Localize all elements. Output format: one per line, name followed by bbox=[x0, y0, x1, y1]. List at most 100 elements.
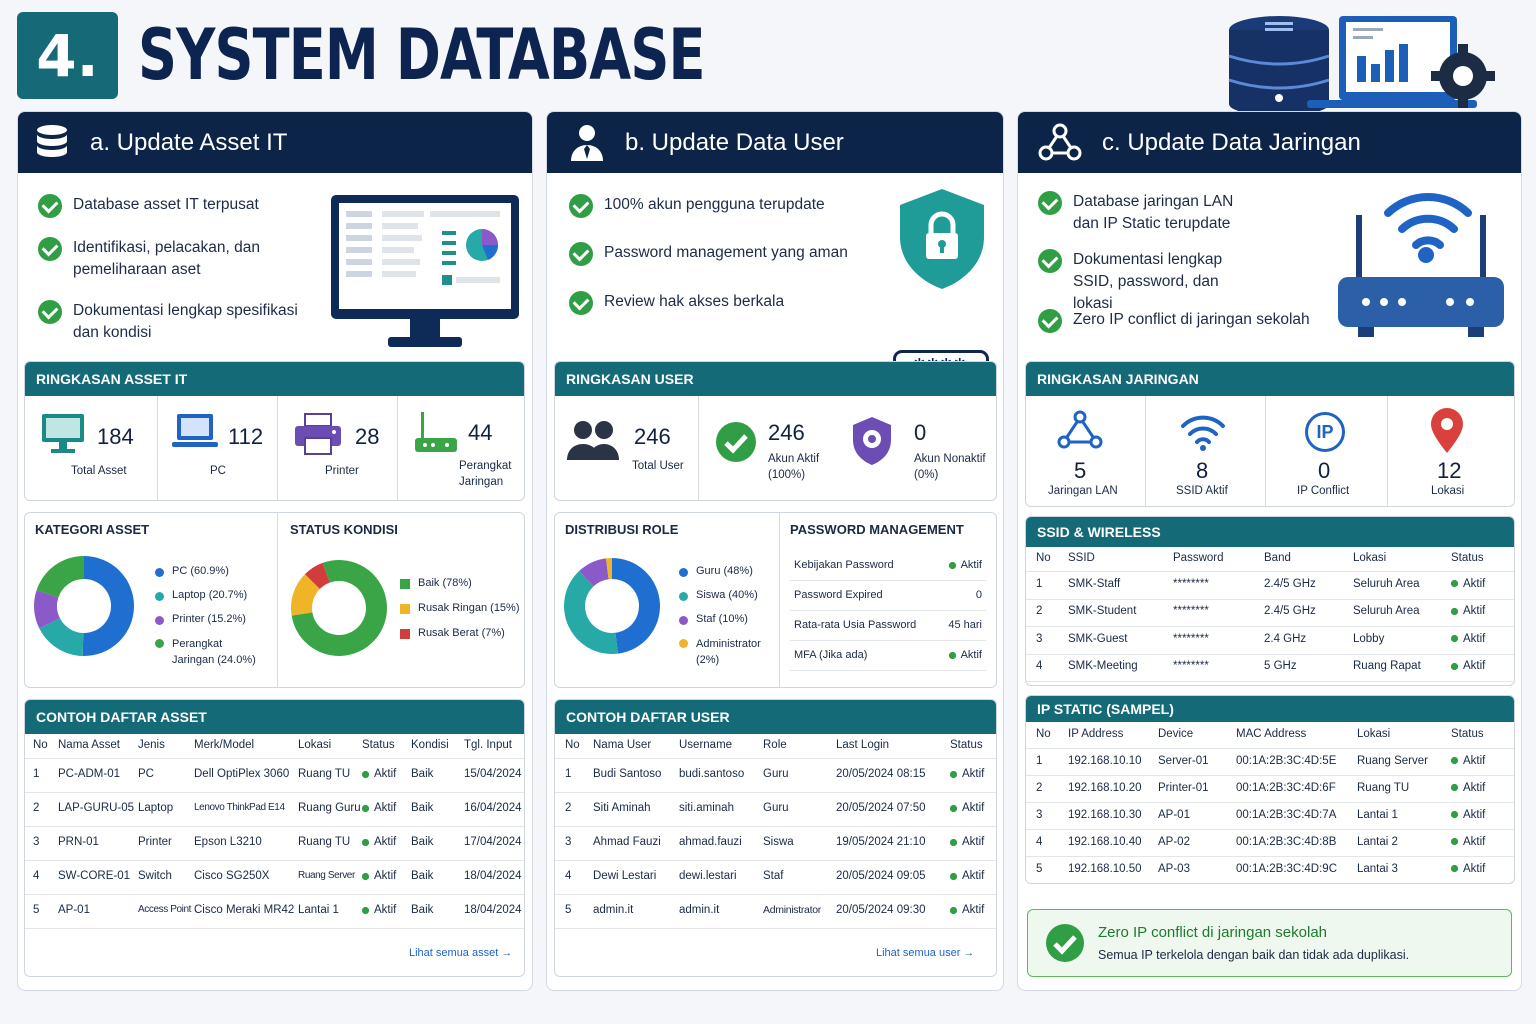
wifi-icon bbox=[1181, 415, 1225, 451]
legend-dot bbox=[155, 568, 164, 577]
table-cell: 5 bbox=[1036, 862, 1043, 875]
asset-panel-header: a. Update Asset IT bbox=[18, 112, 532, 173]
column-header: Nama Asset bbox=[58, 739, 120, 751]
table-cell: 3 bbox=[1036, 632, 1043, 645]
table-cell: Aktif bbox=[1451, 578, 1485, 590]
table-cell: LAP-GURU-05 bbox=[58, 802, 135, 814]
column-header: Last Login bbox=[836, 739, 890, 751]
table-cell: Aktif bbox=[1451, 755, 1485, 767]
table-cell: SMK-Guest bbox=[1068, 632, 1128, 645]
legend-label: Baik (78%) bbox=[418, 577, 472, 589]
legend-dot bbox=[155, 592, 164, 601]
stat-label: Total Asset bbox=[71, 465, 127, 477]
desktop-icon bbox=[42, 414, 84, 453]
legend-dot bbox=[155, 639, 164, 648]
legend-label: Perangkat Jaringan (24.0%) bbox=[172, 638, 256, 666]
view-all-users-link[interactable]: Lihat semua user → bbox=[876, 947, 975, 959]
column-header: Band bbox=[1264, 552, 1291, 564]
legend-label: Siswa (40%) bbox=[696, 589, 758, 601]
network-bullet: Database jaringan LAN dan IP Static teru… bbox=[1038, 191, 1258, 235]
table-cell: Epson L3210 bbox=[194, 836, 262, 848]
table-cell: 1 bbox=[1036, 754, 1043, 767]
table-cell: 4 bbox=[1036, 835, 1043, 848]
table-cell: Aktif bbox=[950, 802, 984, 814]
legend-label: Guru (48%) bbox=[696, 565, 753, 577]
network-bullet: Dokumentasi lengkap SSID, password, dan … bbox=[1038, 249, 1258, 315]
check-circle-icon bbox=[1046, 924, 1084, 962]
table-cell: Aktif bbox=[1451, 605, 1485, 617]
table-cell: Aktif bbox=[950, 836, 984, 848]
legend-label: PC (60.9%) bbox=[172, 565, 229, 577]
stat-printer: 28 bbox=[355, 424, 380, 449]
table-cell: Dewi Lestari bbox=[593, 870, 657, 882]
table-cell: 00:1A:2B:3C:4D:5E bbox=[1236, 754, 1337, 767]
check-icon bbox=[38, 194, 62, 218]
legend-label: Printer (15.2%) bbox=[172, 613, 246, 625]
pm-key: MFA (Jika ada) bbox=[794, 649, 868, 661]
check-icon bbox=[1038, 191, 1062, 215]
table-cell: 15/04/2024 bbox=[464, 768, 522, 780]
table-cell: Lobby bbox=[1353, 632, 1385, 645]
donut-slice bbox=[39, 618, 84, 656]
view-all-assets-link[interactable]: Lihat semua asset → bbox=[409, 947, 513, 959]
table-cell: Aktif bbox=[1451, 633, 1485, 645]
column-header: No bbox=[1036, 552, 1051, 564]
user-bullet: Review hak akses berkala bbox=[569, 291, 869, 315]
check-icon bbox=[1038, 309, 1062, 333]
legend-dot bbox=[679, 592, 688, 601]
table-cell: PC-ADM-01 bbox=[58, 768, 120, 780]
table-cell: Ahmad Fauzi bbox=[593, 836, 661, 848]
legend-label: Laptop (20.7%) bbox=[172, 589, 248, 601]
table-cell: ******** bbox=[1173, 605, 1209, 618]
pm-value: Aktif bbox=[949, 559, 982, 571]
table-cell: 2 bbox=[1036, 781, 1043, 794]
bullet-text: Database asset IT terpusat bbox=[73, 196, 259, 213]
stat-network: 44 bbox=[468, 420, 493, 445]
legend-item: Printer (15.2%) bbox=[155, 613, 246, 625]
table-cell: 2 bbox=[33, 802, 40, 814]
table-cell: 2 bbox=[1036, 605, 1043, 618]
table-cell: 18/04/2024 bbox=[464, 904, 522, 916]
table-cell: Aktif bbox=[362, 768, 396, 780]
stat-label: Perangkat Jaringan bbox=[459, 460, 512, 488]
stat-label: Akun Aktif (100%) bbox=[768, 453, 820, 481]
table-cell: Ruang Server bbox=[1357, 754, 1428, 767]
status-donut-chart bbox=[291, 560, 387, 656]
user-panel-header: b. Update Data User bbox=[547, 112, 1003, 173]
check-icon bbox=[569, 194, 593, 218]
table-cell: Baik bbox=[411, 904, 434, 916]
donut-slice bbox=[36, 556, 84, 598]
table-cell: Aktif bbox=[1451, 660, 1485, 672]
asset-bullet: Dokumentasi lengkap spesifikasi dan kond… bbox=[38, 300, 298, 344]
column-header: Role bbox=[763, 739, 787, 751]
table-cell: Ruang Rapat bbox=[1353, 660, 1421, 673]
table-cell: SMK-Student bbox=[1068, 605, 1137, 618]
table-cell: SMK-Meeting bbox=[1068, 660, 1138, 673]
table-cell: 00:1A:2B:3C:4D:7A bbox=[1236, 808, 1337, 821]
bullet-text: Dokumentasi lengkap spesifikasi dan kond… bbox=[73, 302, 298, 341]
laptop-icon bbox=[172, 414, 218, 447]
table-cell: 192.168.10.40 bbox=[1068, 835, 1142, 848]
table-cell: ******** bbox=[1173, 660, 1209, 673]
network-panel-title: c. Update Data Jaringan bbox=[1102, 128, 1361, 156]
check-circle-icon bbox=[716, 422, 756, 462]
